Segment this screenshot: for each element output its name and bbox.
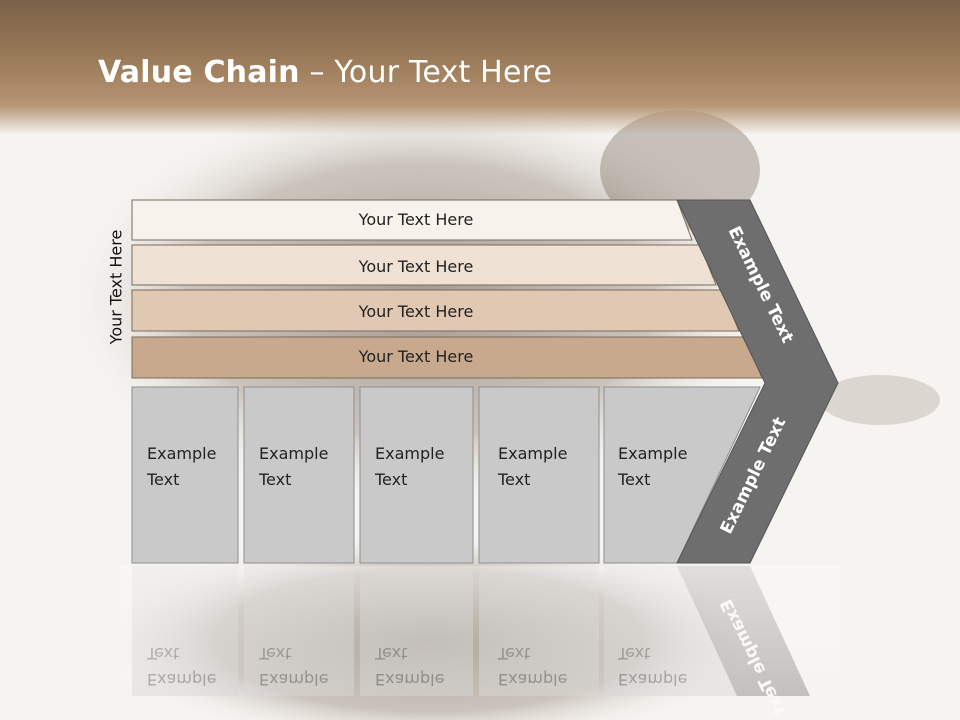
support-bar-4	[131, 336, 763, 379]
primary-box-1-line1: Example	[147, 444, 216, 463]
primary-box-5-line2: Text	[617, 470, 650, 489]
support-bar-1	[131, 199, 693, 241]
support-bar-3-label: Your Text Here	[358, 302, 474, 321]
primary-box-3	[359, 386, 474, 564]
support-bar-3	[131, 289, 740, 332]
primary-box-1-line2: Text	[146, 470, 179, 489]
support-bar-1-label: Your Text Here	[358, 210, 474, 229]
primary-box-3-line2: Text	[374, 470, 407, 489]
primary-box-2-line1: Example	[259, 444, 328, 463]
slide-title: Value Chain – Your Text Here	[98, 55, 552, 90]
support-bar-2-label: Your Text Here	[358, 257, 474, 276]
primary-box-2-line2: Text	[258, 470, 291, 489]
support-bars: Your Text Here Your Text Here Your Text …	[131, 199, 763, 379]
title-rest: – Your Text Here	[299, 55, 553, 90]
primary-boxes: Example Text Example Text Example Text E…	[131, 386, 761, 564]
primary-box-4-line2: Text	[497, 470, 530, 489]
primary-box-2	[243, 386, 355, 564]
title-bold: Value Chain	[98, 55, 300, 90]
support-bar-4-label: Your Text Here	[358, 347, 474, 366]
primary-box-1	[131, 386, 239, 564]
header-bar	[0, 0, 960, 135]
reflection: Example Text Example Text Example Text E…	[120, 566, 840, 719]
primary-box-4	[478, 386, 600, 564]
reflection-fade	[120, 566, 840, 706]
support-bar-2	[131, 244, 717, 286]
primary-box-5-line1: Example	[618, 444, 687, 463]
chevron-shape	[676, 199, 839, 564]
primary-box-4-line1: Example	[498, 444, 567, 463]
primary-box-3-line1: Example	[375, 444, 444, 463]
